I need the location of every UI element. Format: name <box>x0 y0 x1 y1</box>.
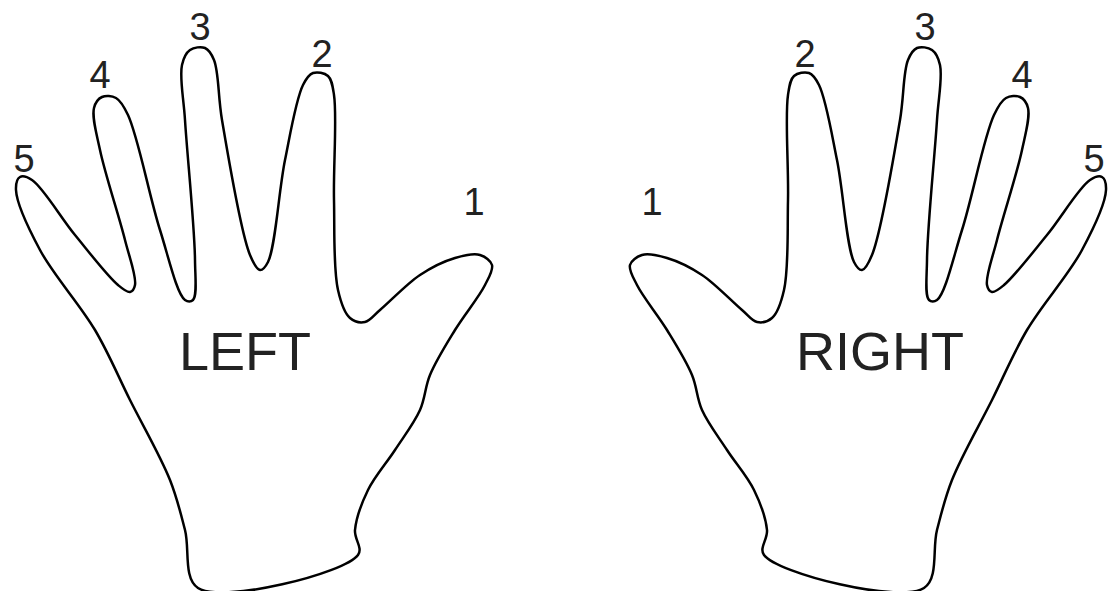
hand-shape <box>630 47 1106 591</box>
hand-drawing <box>0 0 556 591</box>
hand-outline: LEFT <box>0 0 556 591</box>
finger-number: 5 <box>1083 139 1104 181</box>
hand-shape <box>16 47 492 591</box>
finger-number: 1 <box>463 182 484 224</box>
finger-number: 1 <box>641 182 662 224</box>
finger-number: 4 <box>89 55 110 97</box>
hand-label: RIGHT <box>796 322 964 381</box>
finger-number: 3 <box>189 7 210 49</box>
hand-label: LEFT <box>179 322 311 381</box>
finger-number: 5 <box>13 139 34 181</box>
finger-number: 3 <box>914 7 935 49</box>
finger-number: 2 <box>311 34 332 76</box>
finger-number: 4 <box>1011 55 1032 97</box>
finger-number: 2 <box>794 34 815 76</box>
